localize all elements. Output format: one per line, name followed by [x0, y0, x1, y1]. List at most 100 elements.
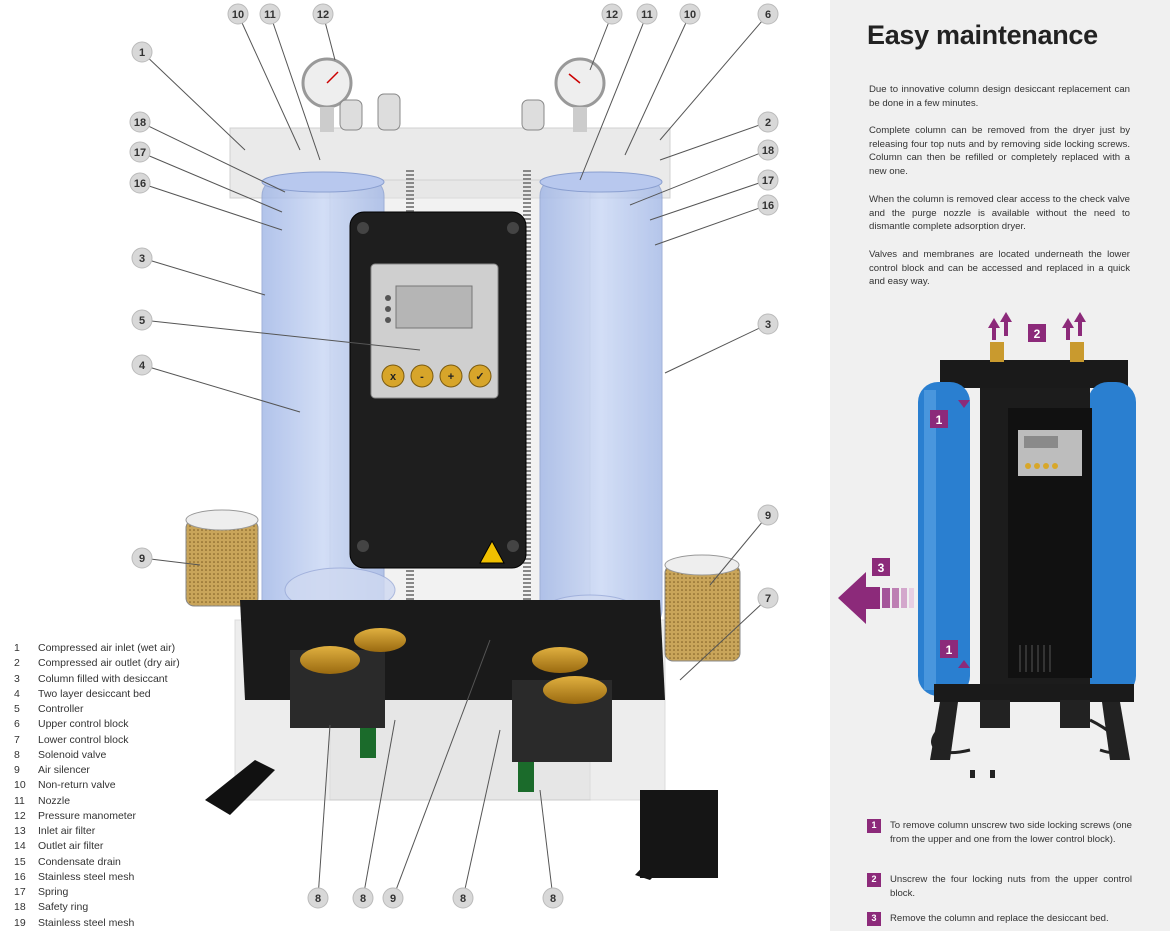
callout-label: 11: [264, 9, 276, 21]
legend-text: Pressure manometer: [38, 809, 137, 822]
top-nuts: [339, 93, 545, 131]
right-column: [537, 171, 663, 636]
step-3-text: Remove the column and replace the desicc…: [890, 913, 1109, 924]
legend-text: Solenoid valve: [38, 748, 107, 761]
callout-label: 12: [606, 9, 618, 21]
svg-text:2: 2: [1034, 327, 1041, 341]
callout-badge: [542, 887, 564, 909]
callout-label: 5: [139, 315, 145, 327]
legend-text: Spring: [38, 886, 69, 898]
controller-button: [381, 364, 405, 388]
callout-badge: [452, 887, 474, 909]
callout-label: 9: [139, 553, 145, 565]
legend-item: 17 Spring: [14, 885, 274, 900]
legend-number: 19: [14, 916, 26, 929]
controller-button-label: +: [448, 371, 454, 383]
step-1: 1 To remove column unscrew two side lock…: [867, 819, 1132, 846]
svg-text:1: 1: [936, 413, 943, 427]
legend-text: Compressed air outlet (dry air): [38, 657, 180, 670]
paragraph-column-removal: Complete column can be removed from the …: [869, 125, 1130, 177]
paragraph-valves: Valves and membranes are located underne…: [869, 249, 1130, 287]
legend-text: Stainless steel mesh: [38, 870, 135, 883]
legend-item: 8 Solenoid valve: [14, 748, 274, 763]
step-2-badge: 2: [867, 873, 881, 887]
callout-badge: [757, 111, 779, 133]
callout-label: 3: [139, 253, 145, 265]
left-pressure-manometer: [301, 57, 353, 132]
controller-button: [410, 364, 434, 388]
step-1-text: To remove column unscrew two side lockin…: [890, 820, 1132, 845]
legend-number: 1: [14, 642, 20, 654]
legend-number: 16: [14, 870, 26, 883]
callout-label: 11: [641, 9, 653, 21]
paragraph-intro: Due to innovative column design desiccan…: [869, 84, 1130, 109]
callout-label: 8: [360, 893, 366, 905]
svg-text:3: 3: [878, 561, 885, 575]
callout-label: 9: [390, 893, 396, 905]
legend-text: Air silencer: [38, 764, 90, 776]
legend-text: Condensate drain: [38, 855, 121, 868]
callout-badge: [601, 3, 623, 25]
callout-label: 10: [684, 9, 696, 21]
callout-badge: [312, 3, 334, 25]
legend-number: 2: [14, 657, 20, 670]
legend-number: 17: [14, 886, 26, 898]
callout-badge: [307, 887, 329, 909]
callout-badge: [757, 3, 779, 25]
controller-button-label: x: [390, 371, 397, 383]
easy-maintenance-panel: Easy maintenance Due to innovative colum…: [830, 0, 1170, 931]
callout-badge: [757, 587, 779, 609]
callout-label: 7: [765, 593, 771, 605]
controller: x-+✓: [349, 211, 527, 569]
callout-badge: [757, 139, 779, 161]
callout-label: 8: [315, 893, 321, 905]
right-air-silencer: [664, 554, 741, 662]
controller-button-label: ✓: [475, 371, 484, 383]
callout-label: 17: [762, 175, 774, 187]
callout-label: 1: [139, 47, 145, 59]
callout-label: 3: [765, 319, 771, 331]
step-2-text: Unscrew the four locking nuts from the u…: [890, 874, 1132, 899]
step-2: 2 Unscrew the four locking nuts from the…: [867, 873, 1132, 900]
step-3-badge: 3: [867, 912, 881, 926]
callout-label: 2: [765, 117, 771, 129]
controller-button: [439, 364, 463, 388]
legend-item: 2 Compressed air outlet (dry air): [14, 656, 274, 671]
legend-number: 7: [14, 733, 20, 746]
callout-badge: [131, 41, 153, 63]
step-1-badge: 1: [867, 819, 881, 833]
legend-number: 5: [14, 703, 20, 715]
svg-text:1: 1: [946, 643, 953, 657]
legend-number: 8: [14, 748, 20, 761]
callout-label: 18: [762, 145, 774, 157]
callout-badge: [131, 309, 153, 331]
callout-label: 16: [134, 178, 146, 190]
left-air-silencer: [185, 509, 259, 607]
legend-text: Safety ring: [38, 901, 89, 914]
legend-number: 4: [14, 687, 20, 700]
step-1-marker-top: [930, 410, 948, 428]
callout-label: 4: [139, 360, 146, 372]
callout-label: 10: [232, 9, 244, 21]
callout-badge: [757, 169, 779, 191]
legend-number: 10: [14, 779, 26, 792]
legend-text: Stainless steel mesh: [38, 916, 135, 929]
callout-label: 12: [317, 9, 329, 21]
legend-text: Outlet air filter: [38, 840, 104, 853]
legend-item: 16 Stainless steel mesh: [14, 870, 274, 885]
callout-label: 8: [460, 893, 466, 905]
legend-number: 6: [14, 718, 20, 731]
callout-label: 16: [762, 200, 774, 212]
callout-badge: [757, 194, 779, 216]
step-2-marker: [1028, 324, 1046, 342]
callout-label: 8: [550, 893, 556, 905]
legend-number: 11: [14, 794, 25, 807]
